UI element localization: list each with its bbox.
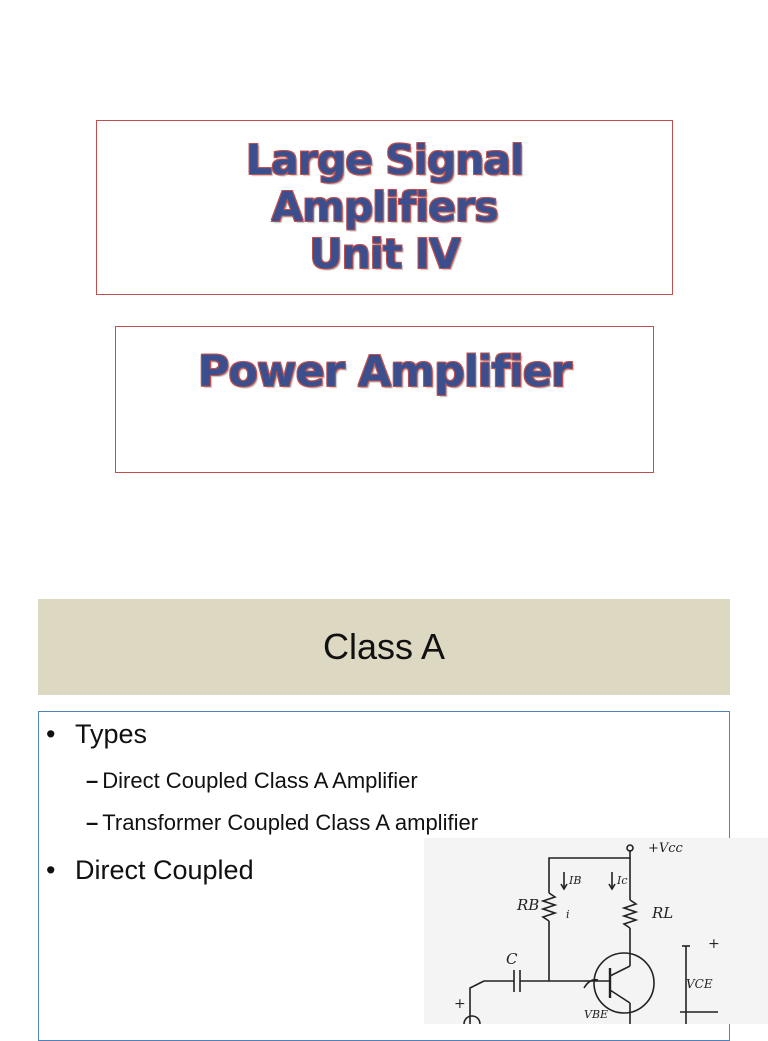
transistor-circle bbox=[593, 952, 655, 1014]
subtitle-box: Power Amplifier bbox=[115, 326, 654, 473]
rb-resistor bbox=[540, 892, 558, 922]
transistor-emitter bbox=[609, 989, 631, 1004]
bullet-item: • Types bbox=[46, 719, 148, 749]
ic-label: Ic bbox=[616, 874, 628, 887]
transistor-collector bbox=[609, 965, 631, 977]
slide-heading-bar: Class A bbox=[38, 599, 730, 695]
slide-heading: Class A bbox=[322, 626, 446, 667]
vbe-label: VBE bbox=[584, 1008, 608, 1021]
title-box: Large Signal Amplifiers Unit IV bbox=[96, 120, 673, 295]
vbe-curve bbox=[583, 978, 599, 989]
sub-bullet-text: Transformer Coupled Class A amplifier bbox=[102, 810, 479, 835]
source-wire bbox=[469, 980, 485, 1024]
vcc-label: +Vcc bbox=[648, 841, 684, 856]
top-rail-wire bbox=[548, 850, 631, 869]
source-circle bbox=[463, 1015, 481, 1024]
vce-label: VCE bbox=[686, 977, 713, 991]
ic-arrowhead bbox=[608, 883, 616, 891]
circuit-diagram: +Vcc RB RL IB Ic i C VCE VBE + + bbox=[424, 838, 768, 1024]
bullet-item: • Direct Coupled bbox=[46, 855, 254, 885]
plus-sign: + bbox=[454, 996, 466, 1012]
title-line: Unit IV bbox=[309, 230, 460, 278]
rb-label: RB bbox=[516, 896, 539, 914]
ib-label: IB bbox=[568, 874, 581, 887]
circuit-wires bbox=[463, 844, 718, 1024]
vcc-terminal bbox=[626, 844, 634, 852]
title-line: Large Signal bbox=[245, 136, 524, 184]
sub-bullet-item: –Transformer Coupled Class A amplifier bbox=[86, 810, 479, 835]
title-line: Amplifiers bbox=[271, 183, 498, 231]
rl-resistor bbox=[621, 899, 639, 929]
plus-sign: + bbox=[708, 936, 720, 952]
sub-bullet-text: Direct Coupled Class A Amplifier bbox=[102, 768, 418, 793]
bullet-text: Types bbox=[75, 719, 148, 749]
capacitor-label: C bbox=[506, 950, 518, 968]
current-i-label: i bbox=[566, 908, 570, 921]
rl-label: RL bbox=[651, 904, 673, 922]
circuit-svg: +Vcc RB RL IB Ic i C VCE VBE + + bbox=[454, 841, 720, 1024]
ib-arrowhead bbox=[560, 883, 568, 891]
subtitle: Power Amplifier bbox=[197, 347, 572, 397]
sub-bullet-item: –Direct Coupled Class A Amplifier bbox=[86, 768, 418, 793]
bullet-text: Direct Coupled bbox=[75, 855, 254, 885]
